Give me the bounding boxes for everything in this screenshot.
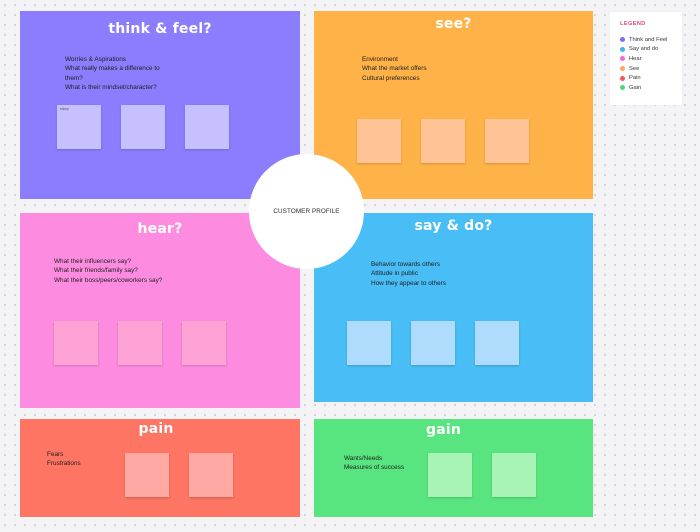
prompt-text: Behavior towards others xyxy=(371,261,440,268)
legend-item: Pain xyxy=(620,73,682,83)
legend-item: Gain xyxy=(620,83,682,93)
quadrant-title: say & do? xyxy=(414,218,493,234)
legend-dot-icon xyxy=(620,37,625,43)
quadrant-title: see? xyxy=(435,16,472,32)
prompt-text: What their friends/family say? xyxy=(54,267,138,275)
sticky-note[interactable] xyxy=(118,321,162,365)
prompt-text: What the market offers xyxy=(362,65,427,73)
sticky-note[interactable] xyxy=(54,321,98,365)
legend-title: LEGEND xyxy=(620,21,646,27)
sticky-note-label xyxy=(121,105,165,107)
sticky-note-label xyxy=(125,453,169,455)
legend: LEGEND Think and Feel Say and do Hear Se… xyxy=(610,12,682,105)
prompt-list: Behavior towards others Attitude in publ… xyxy=(371,260,446,288)
legend-item: Hear xyxy=(620,54,682,64)
legend-label: Gain xyxy=(629,84,642,91)
sticky-note-label xyxy=(475,321,519,323)
quadrant-title: pain xyxy=(138,421,174,437)
legend-label: Think and Feel xyxy=(629,36,668,43)
sticky-note[interactable] xyxy=(357,119,401,163)
sticky-note[interactable] xyxy=(182,321,226,365)
sticky-note[interactable] xyxy=(189,453,233,497)
prompt-list: Environment What the market offers Cultu… xyxy=(362,55,427,83)
prompt-text: Worries & Aspirations xyxy=(65,56,126,63)
legend-dot-icon xyxy=(620,75,625,81)
legend-label: See xyxy=(629,65,640,72)
legend-dot-icon xyxy=(620,66,625,72)
legend-dot-icon xyxy=(620,46,625,52)
sticky-note-label: sticky xyxy=(60,107,69,111)
sticky-note-label xyxy=(185,105,229,107)
prompt-list: What their influencers say? What their f… xyxy=(54,257,162,285)
sticky-note-label xyxy=(347,321,391,323)
legend-label: Say and do xyxy=(629,46,659,53)
sticky-note[interactable] xyxy=(121,105,165,149)
prompt-text: What really makes a difference to xyxy=(65,65,160,73)
quadrant-hear: hear? What their influencers say? What t… xyxy=(20,213,300,408)
prompt-text: Attitude in public xyxy=(371,270,418,278)
prompt-text: Wants/Needs xyxy=(344,455,383,462)
legend-label: Pain xyxy=(629,75,641,82)
legend-item: See xyxy=(620,64,682,74)
sticky-note[interactable] xyxy=(421,119,465,163)
prompt-text: Frustrations xyxy=(47,460,81,468)
prompt-text: Measures of success xyxy=(344,464,405,472)
sticky-note-label xyxy=(118,321,162,323)
quadrant-pain: pain Fears Frustrations xyxy=(20,419,300,517)
prompt-text: Environment xyxy=(362,56,398,63)
sticky-note[interactable] xyxy=(485,119,529,163)
prompt-text: What is their mindset/character? xyxy=(65,84,157,92)
quadrant-gain: gain Wants/Needs Measures of success xyxy=(314,419,593,517)
sticky-note[interactable]: sticky xyxy=(57,105,101,149)
sticky-note-label xyxy=(357,119,401,121)
prompt-list: Wants/Needs Measures of success xyxy=(344,454,404,473)
legend-label: Hear xyxy=(629,55,642,62)
sticky-note[interactable] xyxy=(475,321,519,365)
prompt-text: Cultural preferences xyxy=(362,74,420,82)
sticky-note-label xyxy=(54,321,98,323)
sticky-note-label xyxy=(492,453,536,455)
sticky-note[interactable] xyxy=(428,453,472,497)
customer-profile-label: CUSTOMER PROFILE xyxy=(273,208,340,215)
prompt-text: them? xyxy=(65,74,83,82)
legend-item: Say and do xyxy=(620,45,682,55)
sticky-note[interactable] xyxy=(125,453,169,497)
legend-dot-icon xyxy=(620,85,625,91)
sticky-note-label xyxy=(411,321,455,323)
sticky-note-label xyxy=(182,321,226,323)
sticky-note-label xyxy=(428,453,472,455)
quadrant-title: think & feel? xyxy=(108,21,212,37)
prompt-text: How they appear to others xyxy=(371,279,446,287)
quadrant-title: hear? xyxy=(137,221,183,237)
sticky-note[interactable] xyxy=(411,321,455,365)
quadrant-think-feel: think & feel? Worries & Aspirations What… xyxy=(20,11,300,199)
prompt-list: Fears Frustrations xyxy=(47,450,81,469)
legend-item: Think and Feel xyxy=(620,35,682,45)
sticky-note[interactable] xyxy=(185,105,229,149)
legend-dot-icon xyxy=(620,56,625,62)
prompt-text: What their influencers say? xyxy=(54,258,132,265)
sticky-note-label xyxy=(421,119,465,121)
sticky-note-label xyxy=(485,119,529,121)
prompt-list: Worries & Aspirations What really makes … xyxy=(65,55,160,93)
sticky-note[interactable] xyxy=(492,453,536,497)
sticky-note-label xyxy=(189,453,233,455)
prompt-text: What their boss/peers/coworkers say? xyxy=(54,276,163,284)
sticky-note[interactable] xyxy=(347,321,391,365)
quadrant-see: see? Environment What the market offers … xyxy=(314,11,593,199)
customer-profile-circle[interactable]: CUSTOMER PROFILE xyxy=(249,154,364,269)
quadrant-title: gain xyxy=(425,422,462,438)
prompt-text: Fears xyxy=(47,451,64,458)
quadrant-say-do: say & do? Behavior towards others Attitu… xyxy=(314,213,593,402)
